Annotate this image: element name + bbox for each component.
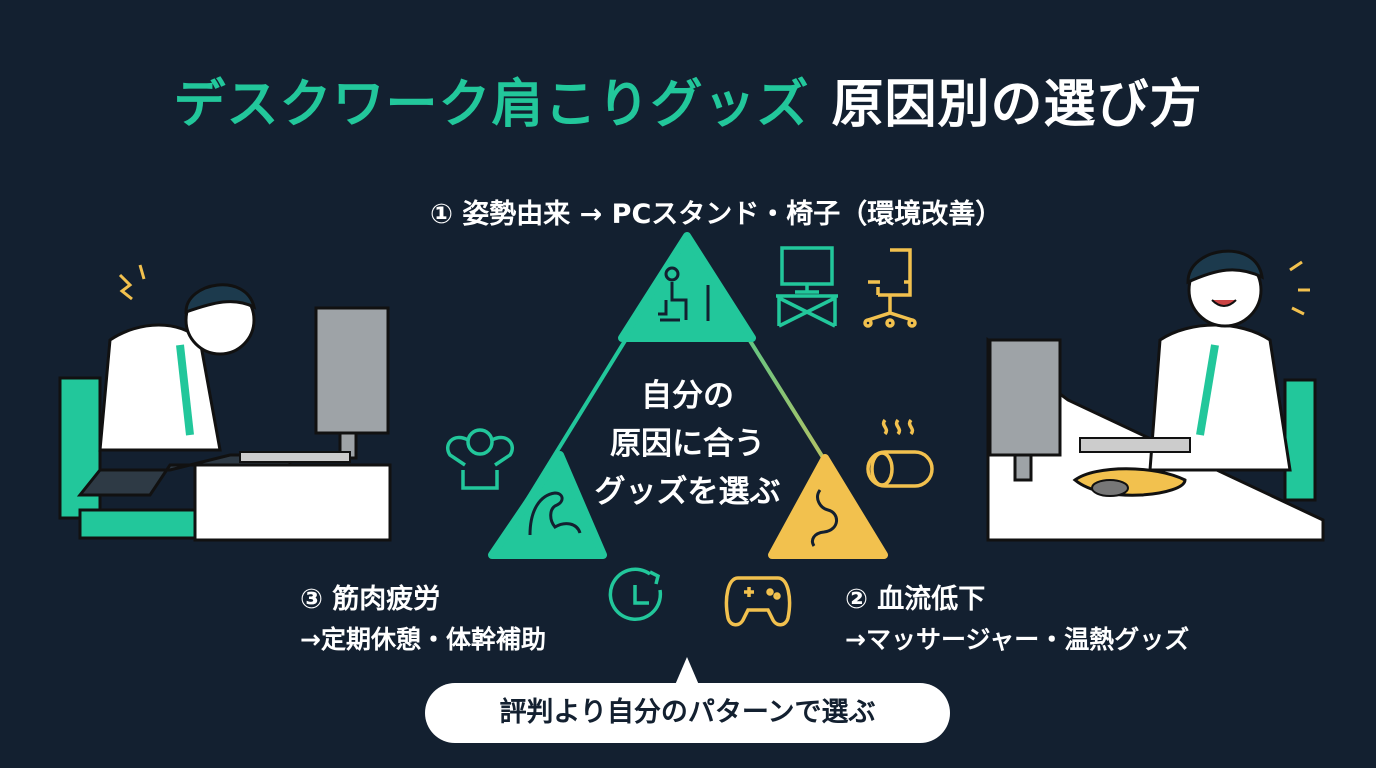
clock-icon [608,567,663,621]
corner-muscle [488,451,607,559]
gamepad-massager-icon [724,576,792,627]
center-line-1: 自分の [641,378,734,414]
cause-3-solution: →定期休憩・体幹補助 [300,625,546,654]
monitor-stand-icon [776,246,838,328]
cause-2-label: ② 血流低下 [845,584,986,615]
office-chair-icon [863,248,917,328]
center-line-3: グッズを選ぶ [594,474,781,510]
sitting-person-icon [658,266,710,322]
happy-worker-illustration [986,249,1325,542]
corner-blood [768,454,888,559]
stomach-icon [810,489,838,547]
stretching-person-icon [446,428,514,490]
cause-1-label: ① 姿勢由来 → PCスタンド・椅子（環境改善） [430,199,1003,230]
cause-3-label: ③ 筋肉疲労 [300,584,441,615]
center-line-2: 原因に合う [610,426,765,462]
cause-2-solution: →マッサージャー・温熱グッズ [845,625,1190,654]
heat-massager-icon [866,418,934,488]
corner-posture [618,232,756,342]
page-title: デスクワーク肩こりグッズ原因別の選び方 [0,62,1376,137]
callout-bubble: 評判より自分のパターンで選ぶ [425,657,950,743]
flexed-arm-icon [528,491,582,536]
center-message: 自分の 原因に合う グッズを選ぶ [560,372,815,516]
tired-worker-illustration [58,264,392,542]
title-main: 原因別の選び方 [831,75,1203,135]
title-accent: デスクワーク肩こりグッズ [173,75,810,135]
